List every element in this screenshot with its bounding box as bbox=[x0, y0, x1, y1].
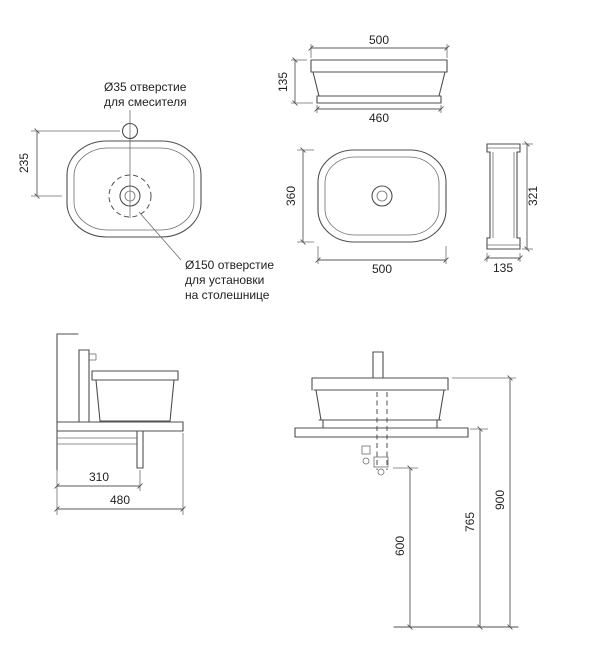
sink-on-counter-front bbox=[311, 377, 449, 429]
dimension-side-height: 321 bbox=[522, 141, 540, 252]
drain-circle-plan bbox=[371, 185, 393, 207]
dimension-plan-width: 500 bbox=[315, 246, 449, 276]
sink-plan-outline bbox=[317, 149, 447, 243]
countertop-hole-symbol bbox=[108, 174, 182, 261]
dim-front-top-width-label: 500 bbox=[369, 33, 389, 47]
view-front-elevation: 500 135 bbox=[276, 33, 450, 125]
dimension-front-height: 135 bbox=[276, 57, 313, 106]
countertop-hole-note-line2: для установки bbox=[185, 273, 264, 287]
faucet-hole-note-line2: для смесителя bbox=[104, 95, 187, 109]
trap-symbol bbox=[373, 456, 389, 468]
dimension-total-depth: 480 bbox=[54, 433, 186, 515]
dim-faucet-offset-label: 235 bbox=[17, 153, 31, 173]
dim-side-depth-label: 135 bbox=[493, 261, 513, 275]
countertop-hole-note-line1: Ø150 отверстие bbox=[185, 258, 274, 272]
countertop-hole-note: Ø150 отверстие для установки на столешни… bbox=[185, 258, 274, 302]
drain-pipe-hidden bbox=[361, 392, 389, 476]
dimension-side-depth: 135 bbox=[484, 253, 523, 275]
dim-overall-height-label: 900 bbox=[493, 490, 507, 510]
dimension-front-top-width: 500 bbox=[308, 33, 450, 58]
leader-line bbox=[138, 211, 182, 261]
dimension-counter-height: 765 bbox=[463, 426, 488, 630]
view-top-callouts: Ø35 отверстие для смесителя Ø150 отверст… bbox=[17, 80, 274, 302]
faucet-hole-note: Ø35 отверстие для смесителя bbox=[104, 80, 187, 109]
mounting-bracket bbox=[57, 430, 144, 469]
dimension-overall-height: 900 bbox=[452, 375, 516, 630]
dim-front-height-label: 135 bbox=[276, 72, 290, 92]
sink-front-outline bbox=[310, 59, 448, 104]
drain-circle bbox=[119, 185, 141, 207]
dim-total-depth-label: 480 bbox=[110, 493, 130, 507]
dim-plan-depth-label: 360 bbox=[284, 186, 298, 206]
sink-top-outline bbox=[66, 110, 202, 238]
dim-plan-width-label: 500 bbox=[372, 262, 392, 276]
dimension-faucet-offset: 235 bbox=[17, 128, 120, 199]
dim-drain-height-label: 600 bbox=[393, 536, 407, 556]
dim-front-bottom-width-label: 460 bbox=[369, 111, 389, 125]
countertop-side bbox=[56, 421, 184, 432]
dimension-plan-depth: 360 bbox=[284, 147, 314, 245]
countertop-hole-note-line3: на столешнице bbox=[185, 288, 270, 302]
faucet-side bbox=[78, 349, 97, 423]
dimension-drain-height: 600 bbox=[393, 465, 418, 630]
countertop-front bbox=[294, 427, 469, 438]
wall-line bbox=[56, 333, 79, 471]
dim-bracket-depth-label: 310 bbox=[89, 470, 109, 484]
view-install-front: 600 765 900 bbox=[294, 351, 519, 630]
dim-side-height-label: 321 bbox=[526, 186, 540, 206]
valve-symbol bbox=[361, 445, 371, 455]
sink-on-counter-side bbox=[91, 370, 179, 422]
dim-counter-height-label: 765 bbox=[463, 512, 477, 532]
faucet-hole-circle bbox=[121, 122, 139, 140]
dimension-front-bottom-width: 460 bbox=[314, 105, 444, 125]
view-install-side: 310 480 bbox=[54, 333, 186, 515]
faucet-front bbox=[372, 351, 384, 379]
view-side-elevation: 321 135 bbox=[484, 141, 540, 275]
sink-side-outline bbox=[486, 143, 521, 250]
view-plan: 360 500 bbox=[284, 147, 449, 276]
faucet-hole-note-line1: Ø35 отверстие bbox=[104, 80, 187, 94]
